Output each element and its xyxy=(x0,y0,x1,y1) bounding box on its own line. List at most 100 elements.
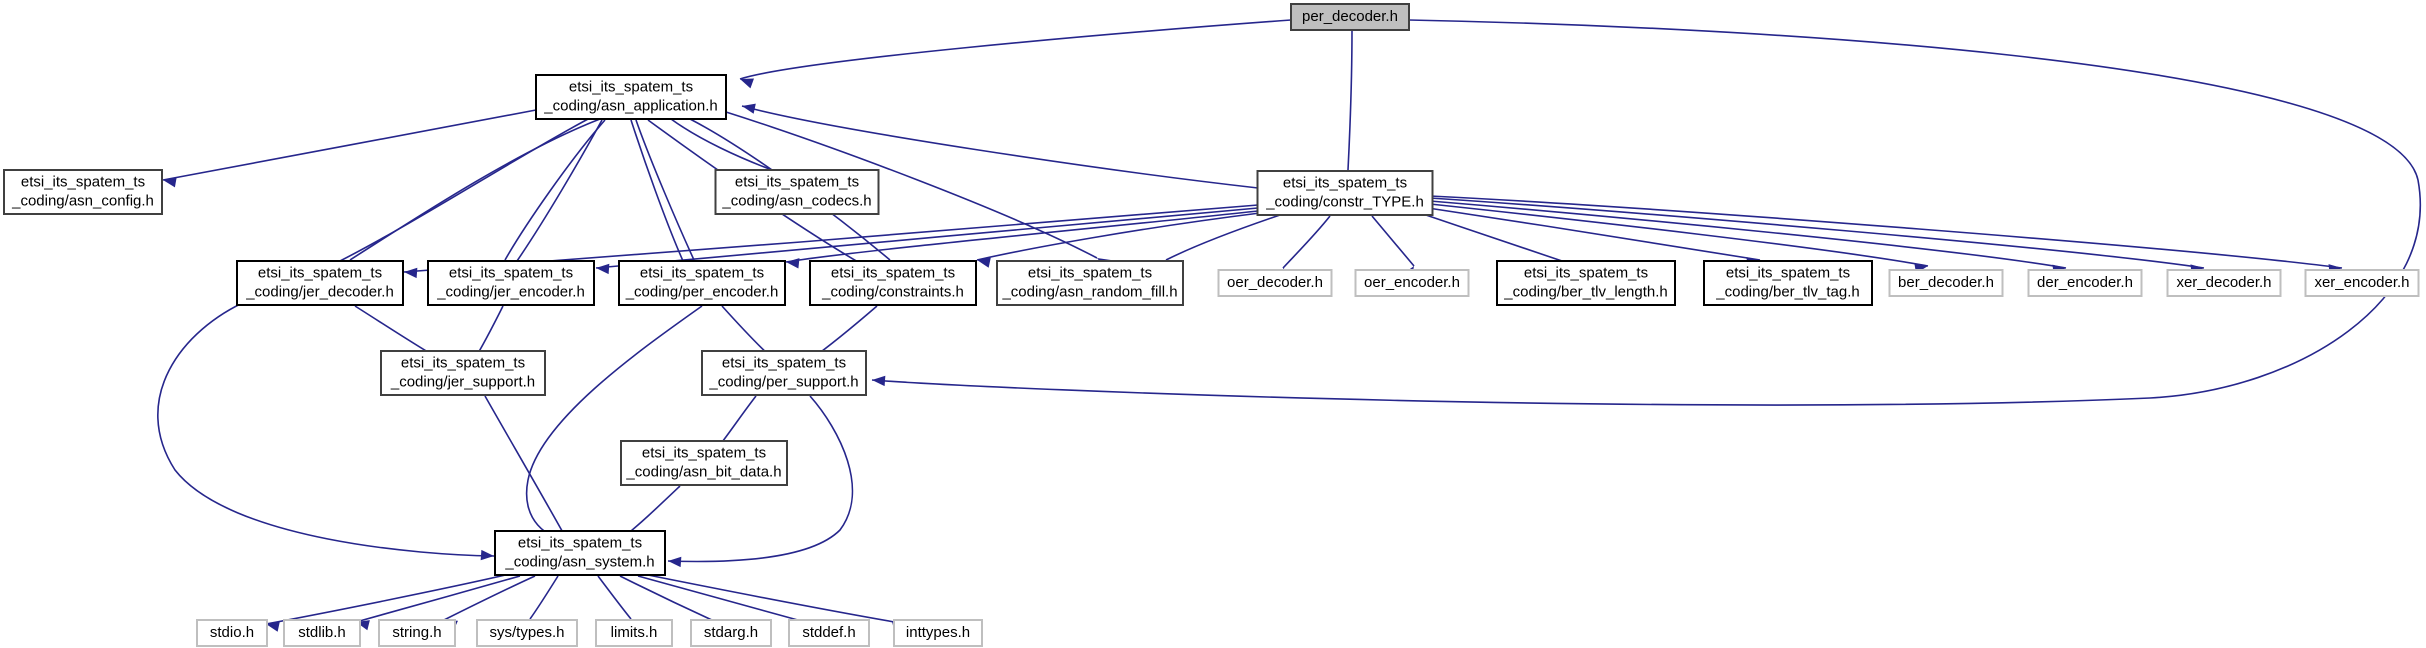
node-label: per_decoder.h xyxy=(1302,8,1398,25)
node-constraints[interactable]: etsi_its_spatem_ts_coding/constraints.h xyxy=(809,260,977,306)
edge-line xyxy=(1429,197,2205,269)
node-box[interactable] xyxy=(1888,269,2004,297)
edge-line xyxy=(667,395,854,563)
edge-line xyxy=(504,119,606,261)
node-asn_system[interactable]: etsi_its_spatem_ts_coding/asn_system.h xyxy=(494,530,666,576)
node-oer_decoder[interactable]: oer_decoder.h xyxy=(1217,269,1333,297)
node-label: string.h xyxy=(392,624,441,641)
node-systypes[interactable]: sys/types.h xyxy=(476,619,578,647)
node-box[interactable] xyxy=(701,350,867,396)
arrowhead-icon xyxy=(786,258,800,269)
node-asn_random_fill[interactable]: etsi_its_spatem_ts_coding/asn_random_fil… xyxy=(996,260,1184,306)
edge-line xyxy=(1282,215,1331,269)
node-xer_decoder[interactable]: xer_decoder.h xyxy=(2166,269,2282,297)
node-asn_codecs[interactable]: etsi_its_spatem_ts_coding/asn_codecs.h xyxy=(714,169,880,215)
node-constr_TYPE[interactable]: etsi_its_spatem_ts_coding/constr_TYPE.h xyxy=(1256,170,1434,216)
node-stddef[interactable]: stddef.h xyxy=(788,619,870,647)
node-box[interactable] xyxy=(714,169,880,215)
node-stdio[interactable]: stdio.h xyxy=(196,619,268,647)
arrowhead-icon xyxy=(668,556,682,568)
node-box[interactable] xyxy=(1256,170,1434,216)
edge-line xyxy=(265,573,511,625)
node-box[interactable] xyxy=(996,260,1184,306)
edge-constr_TYPE-to-asn_application xyxy=(741,103,1259,189)
node-box[interactable] xyxy=(2027,269,2143,297)
node-label: oer_encoder.h xyxy=(1364,274,1460,291)
edge-line xyxy=(647,574,907,625)
edge-line xyxy=(162,109,537,181)
node-oer_encoder[interactable]: oer_encoder.h xyxy=(1354,269,1470,297)
node-box[interactable] xyxy=(3,169,163,215)
edge-constr_TYPE-to-per_encoder xyxy=(785,210,1259,269)
node-stdlib[interactable]: stdlib.h xyxy=(283,619,361,647)
node-box[interactable] xyxy=(494,530,666,576)
node-inttypes[interactable]: inttypes.h xyxy=(893,619,983,647)
edge-line xyxy=(1347,29,1353,171)
node-box[interactable] xyxy=(1354,269,1470,297)
node-jer_decoder[interactable]: etsi_its_spatem_ts_coding/jer_decoder.h xyxy=(236,260,404,306)
node-label: stdlib.h xyxy=(298,624,346,641)
edge-line xyxy=(739,19,1292,80)
node-box[interactable] xyxy=(196,619,268,647)
node-ber_tlv_length[interactable]: etsi_its_spatem_ts_coding/ber_tlv_length… xyxy=(1496,260,1676,306)
node-box[interactable] xyxy=(283,619,361,647)
arrowhead-icon xyxy=(404,267,418,279)
node-per_decoder[interactable]: per_decoder.h xyxy=(1290,3,1410,31)
node-box[interactable] xyxy=(236,260,404,306)
node-box[interactable] xyxy=(690,619,772,647)
node-box[interactable] xyxy=(2304,269,2420,297)
node-ber_decoder[interactable]: ber_decoder.h xyxy=(1888,269,2004,297)
node-asn_application[interactable]: etsi_its_spatem_ts_coding/asn_applicatio… xyxy=(535,74,727,120)
node-box[interactable] xyxy=(618,260,786,306)
node-box[interactable] xyxy=(476,619,578,647)
edge-line xyxy=(741,105,1259,189)
node-label: ber_decoder.h xyxy=(1898,274,1994,291)
node-box[interactable] xyxy=(809,260,977,306)
node-label: etsi_its_spatem_ts_coding/asn_codecs.h xyxy=(721,173,871,209)
edge-line xyxy=(635,119,695,261)
node-per_support[interactable]: etsi_its_spatem_ts_coding/per_support.h xyxy=(701,350,867,396)
node-box[interactable] xyxy=(535,74,727,120)
node-ber_tlv_tag[interactable]: etsi_its_spatem_ts_coding/ber_tlv_tag.h xyxy=(1703,260,1873,306)
node-xer_encoder[interactable]: xer_encoder.h xyxy=(2304,269,2420,297)
edge-line xyxy=(630,119,684,262)
edge-jer_decoder-to-asn_system xyxy=(157,299,495,561)
node-label: etsi_its_spatem_ts_coding/asn_system.h xyxy=(504,534,654,570)
node-jer_encoder[interactable]: etsi_its_spatem_ts_coding/jer_encoder.h xyxy=(427,260,595,306)
edge-line xyxy=(595,207,1259,269)
node-box[interactable] xyxy=(2166,269,2282,297)
edge-line xyxy=(637,575,806,623)
edge-line xyxy=(1419,212,1566,263)
node-limits[interactable]: limits.h xyxy=(595,619,673,647)
node-box[interactable] xyxy=(1496,260,1676,306)
node-box[interactable] xyxy=(1290,3,1410,31)
node-jer_support[interactable]: etsi_its_spatem_ts_coding/jer_support.h xyxy=(380,350,546,396)
node-der_encoder[interactable]: der_encoder.h xyxy=(2027,269,2143,297)
edge-line xyxy=(339,117,591,262)
arrowhead-icon xyxy=(977,257,991,268)
node-box[interactable] xyxy=(1217,269,1333,297)
node-box[interactable] xyxy=(380,350,546,396)
edge-per_support-to-asn_system xyxy=(667,395,854,568)
edge-line xyxy=(1427,207,1761,261)
node-box[interactable] xyxy=(788,619,870,647)
node-box[interactable] xyxy=(595,619,673,647)
node-label: etsi_its_spatem_ts_coding/per_encoder.h xyxy=(625,264,779,300)
node-asn_bit_data[interactable]: etsi_its_spatem_ts_coding/asn_bit_data.h xyxy=(620,440,788,486)
node-label: xer_encoder.h xyxy=(2314,274,2409,291)
node-label: etsi_its_spatem_ts_coding/ber_tlv_length… xyxy=(1503,264,1667,300)
node-label: stddef.h xyxy=(802,624,855,641)
node-asn_config[interactable]: etsi_its_spatem_ts_coding/asn_config.h xyxy=(3,169,163,215)
node-string[interactable]: string.h xyxy=(378,619,456,647)
node-box[interactable] xyxy=(1703,260,1873,306)
edge-line xyxy=(1429,200,2067,269)
edge-line xyxy=(976,212,1261,261)
node-box[interactable] xyxy=(427,260,595,306)
node-stdarg[interactable]: stdarg.h xyxy=(690,619,772,647)
node-box[interactable] xyxy=(893,619,983,647)
node-box[interactable] xyxy=(620,440,788,486)
node-per_encoder[interactable]: etsi_its_spatem_ts_coding/per_encoder.h xyxy=(618,260,786,306)
node-box[interactable] xyxy=(378,619,456,647)
